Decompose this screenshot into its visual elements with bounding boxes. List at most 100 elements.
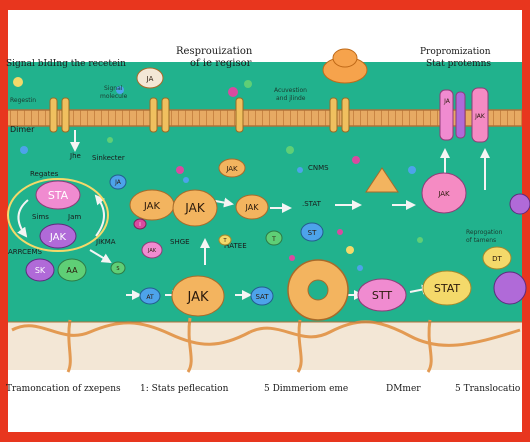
label-jhe: Jhe [69,152,81,160]
strand [66,319,72,373]
pink-receptors [439,87,489,143]
stat-node [422,270,472,306]
jak-mini-node [141,241,163,259]
jak-big-node [172,189,218,227]
node-group [25,67,512,317]
molecule-dot [337,229,343,235]
aa-label: AA [66,266,78,275]
stat-label: STAT [434,282,461,295]
label-signal-2: molecule [100,93,128,100]
header-mid-2: of ie regisor [190,58,252,69]
sat-node [250,286,274,306]
label-jam: Jam [67,213,81,221]
ligand [228,87,238,97]
footer-band [8,370,522,432]
label-reprogation-1: Reprogation [466,229,503,236]
sk-node [25,258,55,282]
sta-left-label: STA [48,189,69,202]
receptor-group [49,97,350,133]
molecule-dot [20,146,28,154]
receptor-purple [455,91,466,139]
receptor [341,97,350,133]
node-labels: JA JAK JAK JAK JAK STA JAK JAK SK AA JA … [35,75,503,305]
receptor [161,97,170,133]
jak-blob-label: JAK [437,190,450,198]
i-small-label: I [139,222,140,228]
jak-left-cycle-node [39,223,77,249]
jak-small-label: JAK [225,165,238,173]
receptor [49,97,58,133]
stt-label: STT [372,289,393,302]
molecule-dot [107,137,113,143]
receptor [149,97,158,133]
at-label: AT [146,294,154,301]
footer-step-b: 1: Stats peflecation [140,384,229,394]
header-right-1: Propromization [420,47,491,57]
ligand [244,80,252,88]
jak-bottom-label: JAK [186,290,208,305]
receptor [235,97,244,133]
cycle-loop [7,178,109,252]
footer-step-e: 5 Translocatio [455,384,520,394]
ja-mini-node [109,174,127,190]
header-left: Signal bIdIng the recetein [6,59,126,69]
st-node [300,222,324,242]
cell-membrane [8,110,522,126]
header-mid-1: Resprouization [176,46,253,57]
label-reprogation-2: of tamens [466,237,496,244]
molecule-dots [20,137,423,271]
strand [296,319,303,373]
stt-node [357,278,407,312]
ligand [13,77,23,87]
i-small-node [133,218,147,230]
st-label: ST [308,229,317,237]
strand [11,321,251,346]
signal-molecule [332,48,358,68]
ja-top-label: JA [146,75,154,83]
receptor [61,97,70,133]
molecule-dot [417,237,423,243]
s-small-node [110,261,126,275]
footer-step-d: DMmer [386,384,421,394]
molecule-dot [289,255,295,261]
label-hatee: HATEE [224,242,247,250]
jak-bottom-node [171,275,225,317]
t-small-node [218,234,232,246]
label-stat-dot: .STAT [302,200,322,208]
jak-right-label: JAK [474,113,486,120]
jak-blob-node [421,172,467,214]
aa-node [57,258,87,282]
label-regestin: Regestin [10,97,36,104]
jak-mid-label: JAK [143,201,161,212]
at-node [139,287,161,305]
ligand [116,86,124,94]
receptor [329,97,338,133]
header-band [8,10,522,62]
molecule-dot [357,265,363,271]
jak-left-node [235,194,269,220]
label-acuvestion-2: and jlinde [276,95,306,102]
label-sinkecter: Sinkecter [92,154,125,162]
sk-label: SK [35,266,46,275]
label-cnms: CNMS [308,164,329,172]
dt-label: DT [492,255,502,263]
molecule-dot [297,167,303,173]
receptor-pink [471,87,489,143]
molecule-dot [286,146,294,154]
label-regates: Regates [30,170,59,178]
sat-label: SAT [255,293,269,301]
header-right-2: Stat protemns [426,59,491,69]
label-shge: SHGE [170,238,190,246]
triangle-marker [365,167,399,193]
jak-left-cycle-label: JAK [49,232,67,243]
arrow [94,194,105,237]
label-jikma: JIKMA [95,238,116,246]
arrow [89,249,112,264]
jak-big-label: JAK [184,201,206,215]
ja-right-label: JA [443,98,451,105]
s-small-label: S [116,266,119,272]
molecule-dot [176,166,184,174]
strand [426,319,433,373]
